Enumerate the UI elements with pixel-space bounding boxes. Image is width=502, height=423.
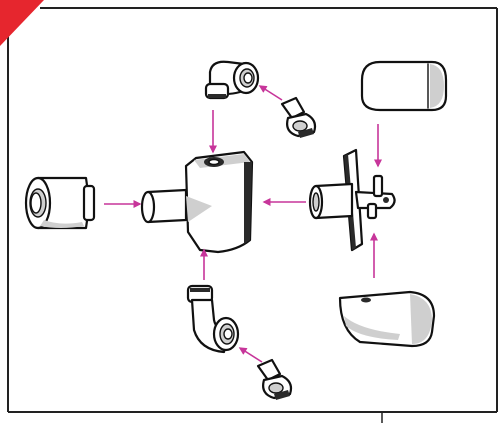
arrow-clamp-bottom-to-elbow — [238, 347, 263, 363]
bracket-pin-assembly — [308, 148, 396, 252]
pipe-clamp-top — [280, 96, 317, 138]
cylinder-body-part — [24, 176, 96, 230]
shaped-cap-bottom-right — [338, 290, 436, 348]
capsule-cap-top-right — [360, 60, 448, 112]
arrow-clamp-top-to-elbow — [258, 85, 283, 101]
elbow-fitting-bottom — [186, 284, 240, 354]
assembly-arrows — [104, 85, 382, 363]
red-corner-badge — [0, 0, 44, 46]
elbow-fitting-top — [204, 60, 260, 100]
central-housing-part — [140, 150, 254, 254]
pipe-clamp-bottom — [256, 358, 293, 400]
diagram-frame — [7, 7, 498, 423]
